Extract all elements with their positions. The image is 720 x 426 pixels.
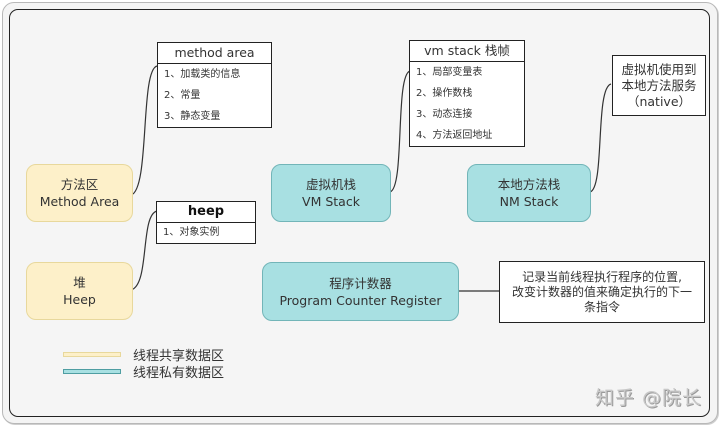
method-area-cn: 方法区	[60, 177, 99, 192]
pc-register-en: Program Counter Register	[279, 292, 442, 308]
pc-note-line: 改变计数器的值来确定执行的下一	[511, 284, 692, 299]
legend-private-swatch	[63, 369, 121, 374]
pc-register-node[interactable]: 程序计数器 Program Counter Register	[262, 262, 459, 321]
pc-register-cn: 程序计数器	[329, 275, 392, 291]
table-row: 3、静态变量	[164, 111, 221, 122]
pc-note: 记录当前线程执行程序的位置, 改变计数器的值来确定执行的下一 条指令	[499, 261, 705, 323]
table-row: 2、操作数栈	[416, 88, 473, 99]
heap-en: Heep	[63, 292, 96, 307]
native-note-line: （native）	[626, 93, 692, 109]
legend-private-label: 线程私有数据区	[133, 366, 225, 381]
pc-note-line: 记录当前线程执行程序的位置,	[522, 269, 682, 284]
vm-stack-table-title: vm stack 栈帧	[410, 41, 524, 62]
native-note: 虚拟机使用到 本地方法服务 （native）	[612, 55, 706, 116]
heep-table-title: heep	[157, 202, 255, 223]
method-area-table: method area 1、加载类的信息 2、常量 3、静态变量	[157, 42, 272, 128]
nm-stack-cn: 本地方法栈	[497, 177, 561, 192]
legend-shared-label: 线程共享数据区	[133, 349, 225, 364]
legend-shared-swatch	[63, 352, 121, 357]
table-row: 4、方法返回地址	[416, 130, 493, 141]
watermark: 知乎 @院长	[594, 387, 702, 409]
legend-private: 线程私有数据区	[63, 362, 224, 381]
table-row: 2、常量	[164, 90, 201, 101]
vm-stack-table: vm stack 栈帧 1、局部变量表 2、操作数栈 3、动态连接 4、方法返回…	[409, 40, 525, 147]
method-area-table-title: method area	[158, 43, 271, 64]
native-note-line: 本地方法服务	[621, 77, 697, 93]
pc-note-line: 条指令	[583, 299, 620, 314]
table-row: 3、动态连接	[416, 109, 473, 120]
heap-node[interactable]: 堆 Heep	[26, 262, 133, 320]
nm-stack-en: NM Stack	[499, 194, 559, 209]
legend-shared: 线程共享数据区	[63, 345, 224, 364]
native-note-line: 虚拟机使用到	[621, 61, 697, 77]
method-area-node[interactable]: 方法区 Method Area	[26, 164, 133, 222]
vm-stack-en: VM Stack	[302, 194, 360, 209]
heep-table: heep 1、对象实例	[156, 201, 256, 244]
table-row: 1、对象实例	[163, 227, 220, 238]
method-area-en: Method Area	[39, 194, 120, 209]
table-row: 1、局部变量表	[416, 67, 483, 78]
table-row: 1、加载类的信息	[164, 69, 241, 80]
heap-cn: 堆	[73, 275, 86, 290]
nm-stack-node[interactable]: 本地方法栈 NM Stack	[467, 164, 591, 222]
vm-stack-node[interactable]: 虚拟机栈 VM Stack	[271, 164, 391, 222]
vm-stack-cn: 虚拟机栈	[305, 177, 356, 192]
